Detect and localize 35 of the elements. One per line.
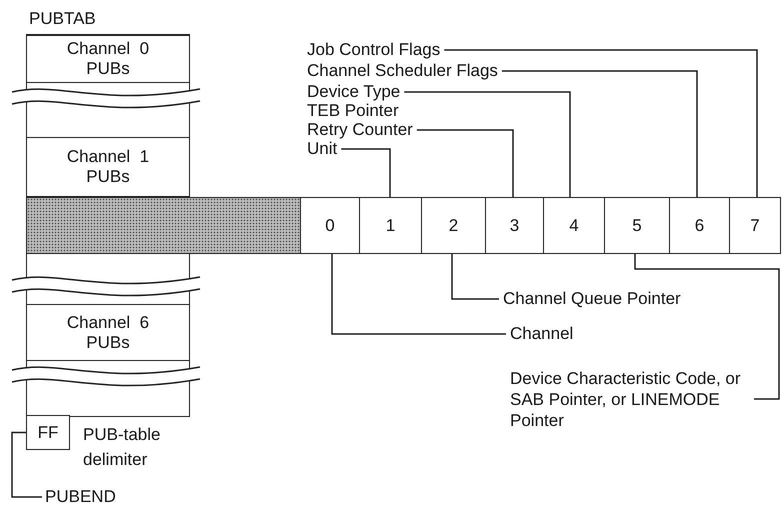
field-label: Job Control Flags: [307, 40, 440, 60]
delimiter-caption: PUB-table delimiter: [83, 424, 162, 471]
field-label: Channel: [510, 324, 574, 344]
field-label: Channel Scheduler Flags: [307, 61, 498, 81]
byte-field: 5: [605, 197, 670, 254]
section-label: Channel 1 PUBs: [66, 147, 150, 187]
byte-field: 6: [670, 197, 730, 254]
byte-field: 2: [422, 197, 486, 254]
leader-line: [502, 70, 698, 197]
section-label: Channel 6 PUBs: [66, 312, 150, 352]
byte-field: 4: [544, 197, 605, 254]
leader-line: [444, 49, 758, 197]
byte-field: 0: [300, 197, 360, 254]
table-section: [27, 304, 189, 361]
field-label: Device Type: [307, 82, 400, 102]
leader-line: [11, 432, 42, 498]
leader-line: [634, 254, 780, 400]
field-label: Channel Queue Pointer: [503, 289, 681, 309]
section-label: Channel 0 PUBs: [66, 39, 150, 79]
leader-line: [404, 91, 571, 197]
table-section: [27, 35, 189, 83]
field-label: Retry Counter: [307, 120, 413, 140]
leader-line: [341, 148, 391, 197]
field-label: Device Characteristic Code, or SAB Pointer, or LINEMODE Pointer: [510, 368, 750, 431]
leader-line: [416, 129, 514, 197]
table-heading: PUBTAB: [29, 9, 96, 29]
field-label: TEB Pointer: [307, 101, 399, 121]
field-label: Unit: [307, 139, 338, 159]
byte-field: 7: [730, 197, 781, 254]
byte-field: 3: [486, 197, 544, 254]
shaded-entry-bar: [26, 197, 301, 254]
leader-line: [451, 254, 499, 300]
byte-field: 1: [360, 197, 422, 254]
leader-line: [331, 254, 506, 335]
field-label: PUBEND: [45, 487, 116, 506]
